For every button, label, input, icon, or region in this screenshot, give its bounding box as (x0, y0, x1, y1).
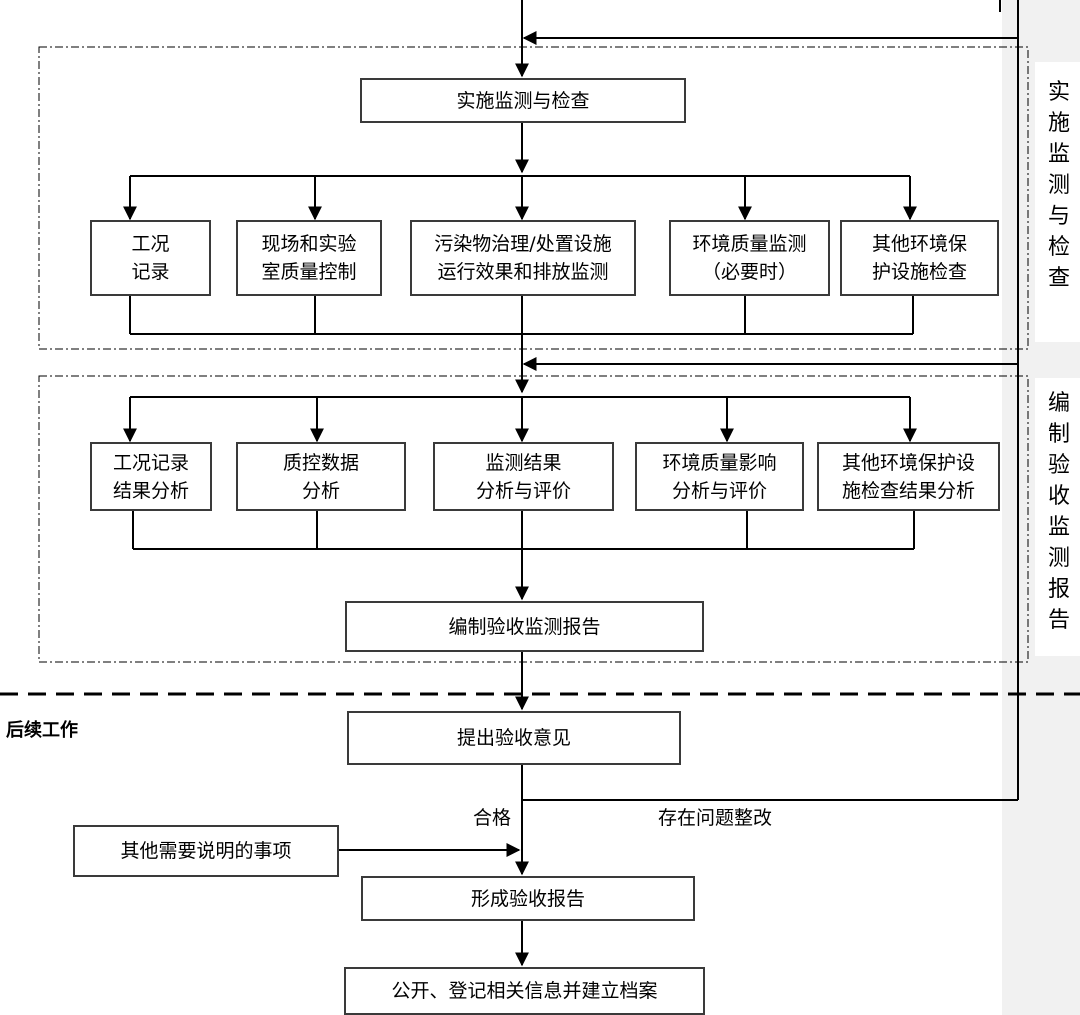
box-work-record: 工况 记录 (90, 220, 211, 296)
box-env-quality-monitoring: 环境质量监测 （必要时） (669, 220, 830, 296)
pass-label: 合格 (473, 807, 512, 829)
box-pollution-monitoring: 污染物治理/处置设施 运行效果和排放监测 (410, 220, 636, 296)
followup-section-label: 后续工作 (6, 720, 78, 741)
side-card-2 (1035, 378, 1080, 656)
box-compile-report: 编制验收监测报告 (345, 601, 704, 652)
frame-implement (38, 46, 1029, 350)
side-label-compile: 编制验收监测报告 (1047, 391, 1070, 633)
box-work-record-analysis: 工况记录 结果分析 (90, 442, 212, 511)
box-other-check-analysis: 其他环境保护设 施检查结果分析 (817, 442, 1000, 511)
box-acceptance-opinion: 提出验收意见 (347, 711, 681, 765)
box-publish-register: 公开、登记相关信息并建立档案 (344, 967, 705, 1015)
box-implement-monitoring: 实施监测与检查 (360, 78, 686, 123)
box-qc-data-analysis: 质控数据 分析 (236, 442, 406, 511)
box-env-impact-analysis: 环境质量影响 分析与评价 (635, 442, 804, 511)
frame-compile (38, 375, 1029, 663)
box-monitoring-results: 监测结果 分析与评价 (433, 442, 614, 511)
side-card-1 (1035, 62, 1080, 342)
box-form-report: 形成验收报告 (361, 876, 695, 921)
box-other-matters: 其他需要说明的事项 (73, 825, 339, 877)
rectify-label: 存在问题整改 (658, 807, 773, 829)
side-label-implement: 实施监测与检查 (1047, 80, 1070, 291)
box-other-facilities-check: 其他环境保 护设施检查 (840, 220, 999, 296)
box-quality-control: 现场和实验 室质量控制 (236, 220, 382, 296)
